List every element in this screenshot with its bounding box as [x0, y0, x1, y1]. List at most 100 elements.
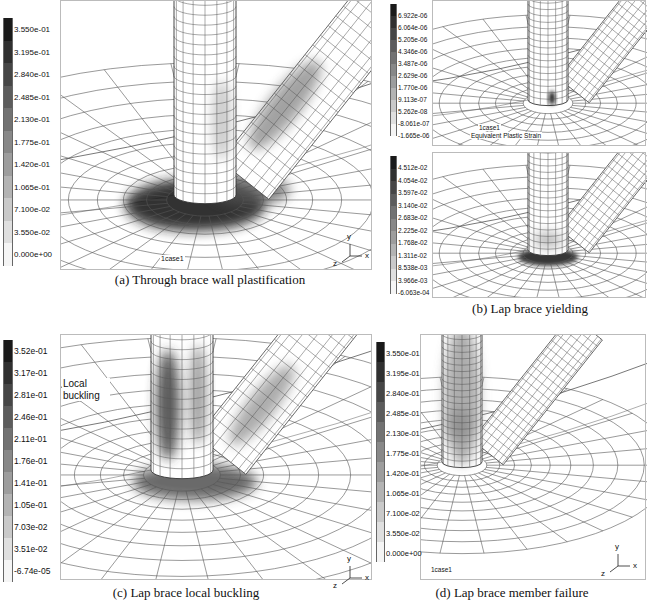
chord-mesh: [474, 474, 567, 542]
legend-value: 2.840e-01: [386, 390, 420, 398]
brace-mesh: [267, 349, 315, 387]
legend-value: 2.840e-01: [14, 71, 50, 79]
legend-entry: 7.100e-02: [3, 198, 50, 221]
brace-mesh: [573, 209, 604, 234]
chord-mesh: [208, 487, 372, 577]
brace-mesh: [613, 9, 644, 34]
legend-value: 5.205e-06: [398, 37, 427, 44]
brace-mesh: [193, 0, 194, 203]
brace-mesh: [183, 0, 184, 201]
legend-entry: 3.487e-06: [390, 52, 427, 64]
brace-mesh: [259, 359, 307, 397]
legend-value: 9.113e-07: [398, 97, 427, 104]
legend-entry: 5.205e-06: [390, 28, 427, 40]
brace-mesh: [528, 218, 568, 224]
brace-mesh: [536, 359, 567, 384]
brace-mesh: [174, 96, 236, 105]
legend-entry: 1.770e-06: [390, 76, 427, 88]
brace-mesh: [528, 49, 568, 55]
brace-mesh: [528, 81, 568, 87]
panel-frame: [61, 1, 372, 270]
panel-frame: [433, 153, 646, 298]
legend-swatch: [3, 516, 13, 538]
brace-mesh: [244, 132, 292, 170]
brace-mesh: [282, 84, 330, 122]
brace-mesh: [502, 403, 533, 428]
chord-mesh: [231, 212, 372, 270]
panel-frame: [61, 335, 372, 580]
chord-mesh: [571, 107, 647, 139]
brace-mesh: [603, 172, 634, 197]
brace-mesh: [573, 59, 604, 84]
legend-entry: 3.195e-01: [376, 362, 420, 382]
legend-entry: 4.346e-06: [390, 40, 427, 52]
legend-value: 3.52e-01: [14, 347, 48, 356]
brace-mesh: [528, 212, 568, 218]
legend-value: -1.665e-06: [398, 133, 429, 140]
chord-mesh: [60, 119, 174, 190]
chord-mesh: [443, 27, 536, 95]
legend-value: 1.775e-01: [14, 139, 50, 147]
legend-value: 0.000e+00: [14, 251, 52, 259]
fe-joint-model: [60, 334, 372, 580]
chord-mesh: [440, 476, 459, 554]
legend-swatch: [390, 244, 397, 257]
chord-mesh: [420, 429, 439, 461]
brace-mesh: [561, 334, 592, 352]
brace-mesh: [598, 178, 629, 203]
brace-mesh: [528, 224, 568, 230]
legend-entry: 1.768e-02: [390, 231, 427, 244]
chord-mesh: [220, 474, 372, 475]
chord-mesh: [432, 255, 524, 271]
brace-mesh: [442, 347, 482, 353]
brace-mesh: [528, 244, 568, 250]
legend-value: 2.11e-01: [14, 435, 47, 444]
legend-swatch: [376, 422, 385, 442]
legend-value: 1.05e-01: [14, 501, 48, 510]
brace-mesh: [344, 6, 372, 44]
brace-mesh: [174, 145, 236, 154]
brace-mesh: [627, 0, 647, 15]
brace-mesh: [588, 0, 647, 102]
legend-entry: 6.922e-06: [390, 4, 427, 16]
legend-value: -6.063e-04: [398, 290, 429, 297]
chord-mesh: [420, 471, 442, 517]
legend-value: 3.51e-02: [14, 545, 48, 554]
legend-value: 8.538e-03: [398, 265, 427, 272]
brace-mesh: [541, 353, 572, 378]
brace-mesh: [583, 197, 614, 222]
legend-swatch: [3, 221, 13, 244]
legend-entry: 2.130e-01: [3, 108, 50, 131]
legend-entry: 2.840e-01: [376, 382, 420, 402]
chord-mesh: [568, 109, 647, 146]
legend-swatch: [390, 52, 397, 64]
chord-mesh: [487, 465, 647, 466]
brace-mesh: [151, 391, 213, 400]
chord-mesh: [217, 482, 372, 531]
chord-mesh: [485, 469, 647, 501]
brace-mesh: [528, 87, 568, 93]
legend-value: 1.420e-01: [14, 161, 50, 169]
legend-value: 3.966e-03: [398, 278, 427, 285]
legend-value: 3.550e-01: [386, 350, 420, 358]
fe-joint-model: [60, 0, 372, 270]
brace-mesh: [528, 154, 568, 160]
brace-mesh: [593, 184, 624, 209]
legend-value: 2.485e-01: [386, 410, 420, 418]
chord-mesh: [236, 209, 372, 270]
brace-mesh: [548, 152, 549, 256]
chord-mesh: [420, 469, 439, 501]
chord-mesh: [432, 111, 531, 146]
legend-swatch: [3, 108, 13, 131]
brace-mesh: [442, 360, 482, 366]
chord-mesh: [60, 356, 163, 461]
chord-mesh: [420, 474, 450, 542]
chord-mesh: [470, 475, 527, 549]
legend-entry: 7.100e-02: [376, 502, 420, 522]
chord-mesh: [60, 446, 144, 471]
legend-swatch: [3, 450, 13, 472]
brace-mesh: [559, 0, 647, 79]
brace-mesh: [559, 152, 647, 229]
through-brace: [558, 152, 647, 253]
brace-mesh: [528, 205, 568, 211]
